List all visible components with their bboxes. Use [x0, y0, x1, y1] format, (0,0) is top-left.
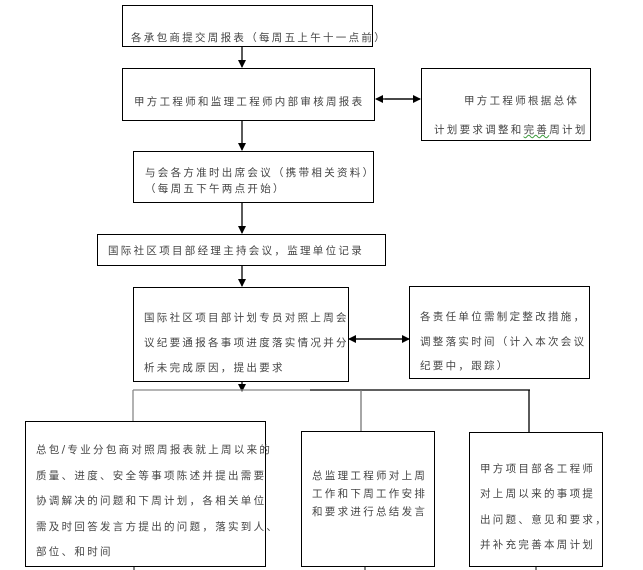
- node-adjust-plan-line2: 计划要求调整和完善周计划: [434, 122, 588, 137]
- node-rectify-measures-line3: 纪要中，跟踪）: [420, 360, 510, 372]
- node-rectify-measures-line1: 各责任单位需制定整改措施，: [420, 311, 587, 323]
- node-adjust-plan-line2-pre: 计划要求调整和: [434, 124, 524, 136]
- node-submit-report-text: 各承包商提交周报表（每周五上午十一点前）: [131, 32, 387, 44]
- node-adjust-plan: 甲方工程师根据总体 计划要求调整和完善周计划: [421, 68, 591, 141]
- node-plan-officer-line2: 议纪要通报各事项进度落实情况并分: [144, 337, 349, 349]
- node-plan-officer: 国际社区项目部计划专员对照上周会 议纪要通报各事项进度落实情况并分 析未完成原因…: [133, 287, 349, 382]
- node-adjust-plan-line2-wavy: 完善: [523, 124, 550, 136]
- node-rectify-measures: 各责任单位需制定整改措施， 调整落实时间（计入本次会议 纪要中，跟踪）: [409, 286, 590, 379]
- node-owner-engineers: 甲方项目部各工程师 对上周以来的事项提 出问题、意见和要求， 并补充完善本周计划: [469, 432, 606, 567]
- node-chief-supervisor-line1: 总监理工程师对上周: [312, 470, 428, 482]
- node-plan-officer-line1: 国际社区项目部计划专员对照上周会: [144, 312, 349, 324]
- node-contractors-report-line2: 质量、进度、安全等事项陈述并提出需要: [36, 470, 267, 482]
- node-chief-supervisor-line2: 工作和下周工作安排: [312, 488, 428, 500]
- node-host-meeting-text: 国际社区项目部经理主持会议，监理单位记录: [108, 245, 364, 257]
- node-owner-engineers-line3: 出问题、意见和要求，: [480, 514, 608, 526]
- node-attend-meeting-line1: 与会各方准时出席会议（携带相关资料）: [145, 167, 376, 179]
- node-internal-review-text: 甲方工程师和监理工程师内部审核周报表: [134, 96, 365, 108]
- node-chief-supervisor-line3: 和要求进行总结发言: [312, 506, 428, 518]
- node-contractors-report-line4: 需及时回答发言方提出的问题，落实到人、: [36, 521, 280, 533]
- node-contractors-report-line1: 总包/专业分包商对照周报表就上周以来的: [36, 444, 273, 456]
- node-adjust-plan-line2-post: 周计划: [549, 124, 588, 136]
- node-owner-engineers-line4: 并补充完善本周计划: [480, 539, 596, 551]
- node-attend-meeting-line2: （每周五下午两点开始）: [145, 183, 286, 195]
- node-contractors-report-line5: 部位、和时间: [36, 546, 113, 558]
- node-contractors-report: 总包/专业分包商对照周报表就上周以来的 质量、进度、安全等事项陈述并提出需要 协…: [25, 421, 277, 567]
- node-attend-meeting: 与会各方准时出席会议（携带相关资料） （每周五下午两点开始）: [133, 151, 374, 203]
- node-host-meeting: 国际社区项目部经理主持会议，监理单位记录: [97, 234, 386, 266]
- node-submit-report: 各承包商提交周报表（每周五上午十一点前）: [122, 5, 385, 47]
- node-adjust-plan-line1: 甲方工程师根据总体: [464, 95, 580, 107]
- node-internal-review: 甲方工程师和监理工程师内部审核周报表: [122, 68, 375, 121]
- node-plan-officer-line3: 析未完成原因，提出要求: [144, 362, 285, 374]
- node-owner-engineers-line1: 甲方项目部各工程师: [480, 463, 596, 475]
- node-contractors-report-line3: 协调解决的问题和下周计划，各相关单位: [36, 495, 267, 507]
- node-owner-engineers-line2: 对上周以来的事项提: [480, 488, 596, 500]
- node-rectify-measures-line2: 调整落实时间（计入本次会议: [420, 336, 587, 348]
- node-chief-supervisor: 总监理工程师对上周 工作和下周工作安排 和要求进行总结发言: [301, 431, 435, 567]
